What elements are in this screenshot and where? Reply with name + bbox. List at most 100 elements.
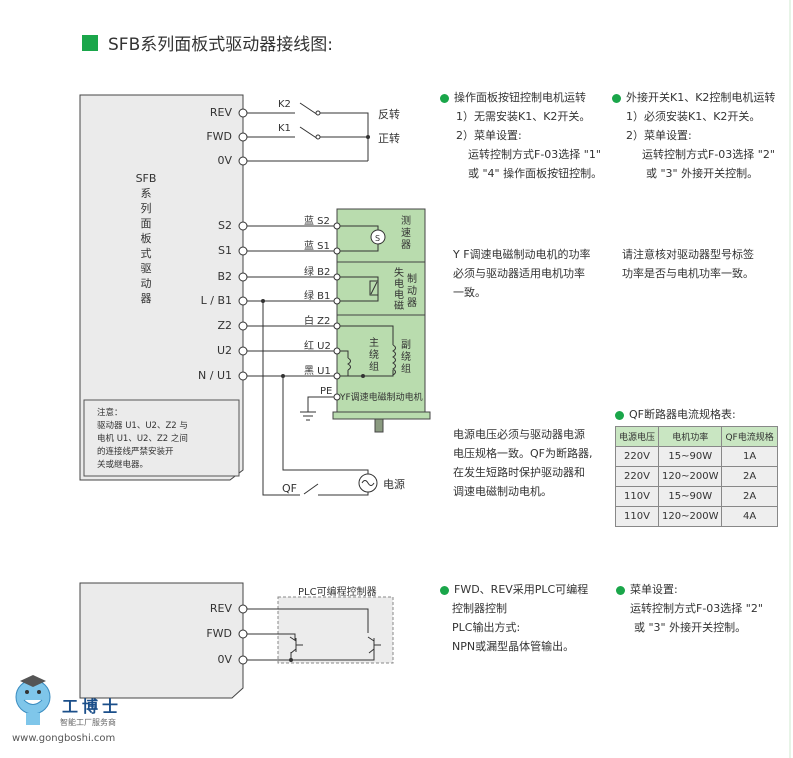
driver-name-char: 驱 [140,262,152,275]
terminal-lb1: L / B1 [200,294,232,307]
watermark-tagline: 智能工厂服务商 [60,718,116,727]
note-line: 一致。 [453,286,486,299]
note-line: Y F调速电磁制动电机的功率 [453,248,591,261]
note-box [83,399,240,477]
table-header: 电机功率 [658,426,723,447]
table-header: 电源电压 [614,426,660,447]
instruction-line: 运转控制方式F-03选择 "2" [630,602,763,615]
note-line: 的连接线严禁安装开 [97,447,174,457]
instruction-line: 控制器控制 [452,602,507,615]
bullet-icon [440,585,449,595]
instruction-line: PLC输出方式: [452,621,521,634]
note-line: 驱动器 U1、U2、Z2 与 [97,421,188,431]
terminal-rev: REV [209,106,232,119]
table-cell: 120~200W [658,506,723,527]
table-cell: 110V [614,486,660,507]
plc-terminal-0v: 0V [217,653,232,666]
instruction-head: FWD、REV采用PLC可编程 [454,583,589,596]
table-cell: 15~90W [658,446,723,467]
table-cell: 1A [721,446,778,467]
bullet-icon [612,93,621,103]
terminal-z2: Z2 [217,319,232,332]
note-line: 电机 U1、U2、Z2 之间 [97,434,188,444]
qf-table-title: QF断路器电流规格表: [629,408,736,421]
tach-label: 测速器 [401,216,411,251]
instruction-line: NPN或漏型晶体管输出。 [452,640,575,653]
table-cell: 110V [614,506,660,527]
aux-winding-label: 副绕组 [401,340,411,375]
table-cell: 15~90W [658,486,723,507]
bullet-icon [440,93,449,103]
table-cell: 220V [614,446,660,467]
table-cell: 2A [721,466,778,487]
driver-name-char: 动 [140,277,152,290]
motor-shaft [374,418,384,433]
instruction-line: 或 "3" 外接开关控制。 [646,167,759,180]
plc-terminal-fwd: FWD [206,627,232,640]
driver-name-char: 列 [140,202,152,215]
wire-label: 红 U2 [304,341,331,352]
pe-label: PE [320,386,333,397]
wire-label: 黑 U1 [304,366,331,377]
k2-label: K2 [278,99,291,110]
page-title: SFB系列面板式驱动器接线图: [82,30,333,55]
note-line: 在发生短路时保护驱动器和 [453,466,585,479]
instruction-external-switch: 外接开关K1、K2控制电机运转 1）必须安装K1、K2开关。 2）菜单设置: 运… [612,88,775,183]
driver-name: SFB 系 列 面 板 式 驱 动 器 [131,171,161,306]
instruction-line: 2）菜单设置: [626,129,692,142]
watermark-brand: 工博士 [62,697,123,716]
driver-name-char: SFB [135,172,157,185]
table-cell: 2A [721,486,778,507]
note-line: 电源电压必须与驱动器电源 [453,428,585,441]
tach-icon [370,229,386,245]
wire-label: 绿 B1 [304,291,331,302]
motor-name: YF调速电磁制动电机 [340,393,423,403]
instruction-line: 1）无需安装K1、K2开关。 [456,110,591,123]
table-cell: 120~200W [658,466,723,487]
table-header: QF电流规格 [721,426,778,447]
instruction-line: 或 "4" 操作面板按钮控制。 [468,167,603,180]
k1-label: K1 [278,123,291,134]
bullet-icon [615,410,624,420]
wire-label: 绿 B2 [304,267,331,278]
plc-instruction: FWD、REV采用PLC可编程 控制器控制 PLC输出方式: NPN或漏型晶体管… [440,580,588,656]
instruction-head: 操作面板按钮控制电机运转 [454,91,586,104]
terminal-b2: B2 [217,270,232,283]
instruction-line: 2）菜单设置: [456,129,522,142]
note-line: 必须与驱动器适用电机功率 [453,267,585,280]
brake-label-2: 制动器 [407,274,417,309]
bullet-icon [616,585,625,595]
plc-terminal-rev: REV [209,602,232,615]
main-winding-label: 主绕组 [369,338,379,373]
driver-name-char: 板 [140,232,152,245]
plc-menu-instruction: 菜单设置: 运转控制方式F-03选择 "2" 或 "3" 外接开关控制。 [616,580,763,637]
title-text: SFB系列面板式驱动器接线图: [108,35,333,55]
wire-label: 蓝 S1 [304,241,330,252]
terminal-nu1: N / U1 [198,369,232,382]
power-match-note: Y F调速电磁制动电机的功率 必须与驱动器适用电机功率 一致。 [453,245,591,302]
note-line: 电压规格一致。QF为断路器, [453,447,593,460]
wire-label: 蓝 S2 [304,216,330,227]
table-cell: 4A [721,506,778,527]
terminal-s1: S1 [218,244,232,257]
motor-base [332,411,431,420]
plc-box [277,596,394,664]
voltage-note: 电源电压必须与驱动器电源 电压规格一致。QF为断路器, 在发生短路时保护驱动器和… [453,425,592,501]
instruction-line: 1）必须安装K1、K2开关。 [626,110,761,123]
note-line: 请注意核对驱动器型号标签 [622,248,754,261]
note-line: 关或继电器。 [97,460,149,470]
svg-text:S: S [375,234,380,243]
instruction-panel-button: 操作面板按钮控制电机运转 1）无需安装K1、K2开关。 2）菜单设置: 运转控制… [440,88,602,183]
brake-label-1: 失电电磁 [394,268,404,312]
terminal-0v: 0V [217,154,232,167]
wire-label: 白 Z2 [304,316,331,327]
qf-label: QF [282,482,297,495]
terminal-s2: S2 [218,219,232,232]
forward-label: 正转 [378,132,400,145]
